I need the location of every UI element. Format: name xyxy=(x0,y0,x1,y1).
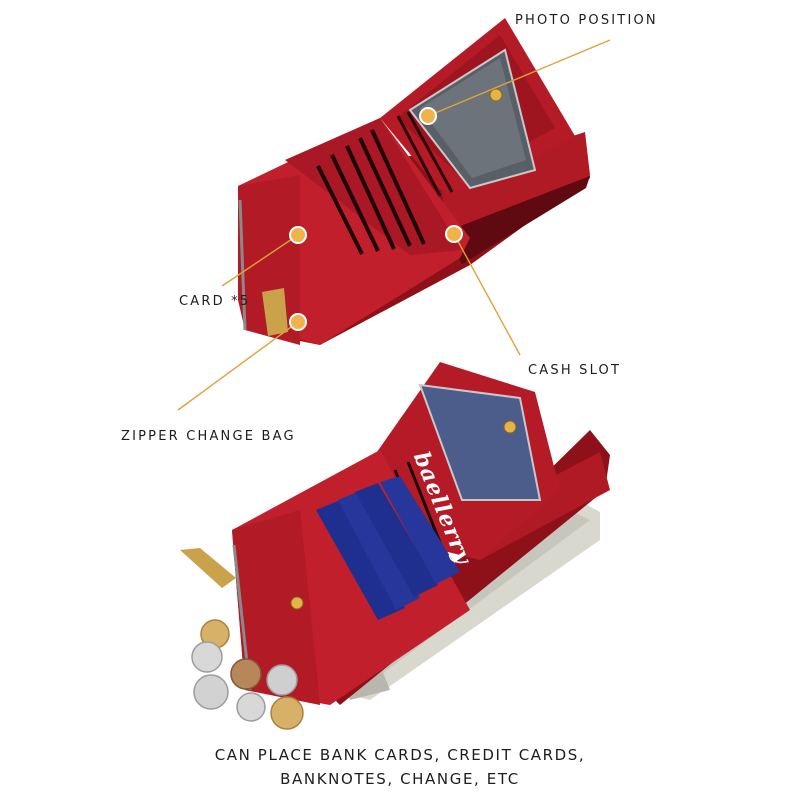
caption-line-1: CAN PLACE BANK CARDS, CREDIT CARDS, xyxy=(214,746,586,764)
photo-window-glass xyxy=(420,58,526,178)
callout-dot-photo xyxy=(419,107,437,125)
card-slot xyxy=(345,145,396,250)
callout-line-zipper xyxy=(177,321,299,411)
blue-card xyxy=(316,498,405,620)
blue-card xyxy=(355,483,438,597)
blue-card xyxy=(380,476,460,584)
card-slot xyxy=(316,165,364,255)
card-slot xyxy=(370,129,426,245)
callout-label-photo-position: PHOTO POSITION xyxy=(515,13,658,28)
photo-panel-slit xyxy=(406,111,454,193)
zipper-pull xyxy=(262,288,288,336)
snap-button xyxy=(489,88,503,102)
callout-dot-zipper xyxy=(289,313,307,331)
callout-dot-card xyxy=(289,226,307,244)
coin xyxy=(270,696,304,730)
photo-window xyxy=(418,383,542,501)
card-slot xyxy=(330,154,380,252)
coin xyxy=(266,664,298,696)
zipper-pocket xyxy=(232,510,320,705)
photo-panel-slit xyxy=(396,115,442,197)
snap-button xyxy=(290,596,304,610)
coin xyxy=(230,658,262,690)
card-slot-panel-shade xyxy=(285,118,462,255)
callout-lines xyxy=(177,39,611,411)
coin xyxy=(236,692,266,722)
cash-slot-opening xyxy=(445,176,590,264)
card-slot xyxy=(358,137,412,247)
blue-card xyxy=(338,490,420,610)
coin xyxy=(191,641,223,673)
callout-line-card xyxy=(221,234,299,287)
coin xyxy=(193,674,229,710)
zipper-track xyxy=(238,199,247,331)
callout-label-card-slots: CARD *5 xyxy=(179,294,251,309)
callout-line-photo xyxy=(427,39,611,117)
snap-button xyxy=(503,420,517,434)
callout-line-cash xyxy=(453,233,521,356)
caption-line-2: BANKNOTES, CHANGE, ETC xyxy=(280,770,520,788)
callout-label-cash-slot: CASH SLOT xyxy=(528,363,622,378)
callout-dot-cash xyxy=(445,225,463,243)
zipper-pull xyxy=(180,548,236,588)
callout-label-zipper-change-bag: ZIPPER CHANGE BAG xyxy=(121,429,296,444)
